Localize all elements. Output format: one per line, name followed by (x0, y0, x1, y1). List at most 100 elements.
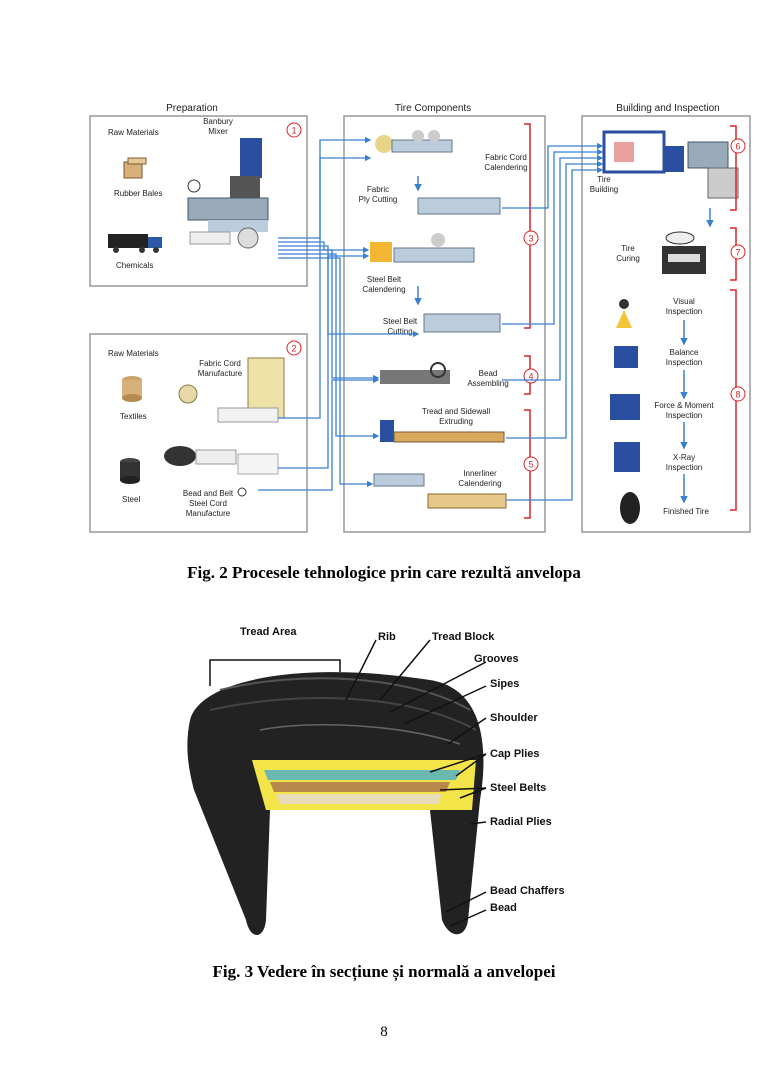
tire-cross-section (252, 760, 476, 810)
fabric-ply-cutting-machine-icon (417, 197, 501, 215)
label-cap-plies: Cap Plies (490, 748, 540, 760)
figure-3-caption: Fig. 3 Vedere în secțiune și normală a a… (212, 962, 556, 981)
marker-5-label: 5 (528, 460, 533, 470)
bead-assembling-label-1: Bead (479, 369, 498, 378)
steel-belt-cutting-label-2: Cutting (387, 327, 412, 336)
marker-7-label: 7 (735, 248, 740, 258)
visual-inspection-label-1: Visual (673, 297, 695, 306)
innerliner-calendering-label-2: Calendering (458, 479, 501, 488)
tire-curing-label-1: Tire (621, 244, 635, 253)
xray-inspection-icon (614, 442, 640, 472)
label-grooves: Grooves (474, 653, 519, 665)
finished-tire-icon (620, 492, 640, 524)
bead-belt-label-3: Manufacture (186, 509, 231, 518)
fabric-cord-machine-icon (178, 357, 285, 423)
section-preparation: Preparation (166, 103, 218, 114)
fabric-cord-calendering-label-2: Calendering (484, 163, 527, 172)
label-rib: Rib (378, 631, 396, 643)
preparation-to-components-arrows (258, 136, 420, 491)
visual-inspection-icon (616, 299, 632, 328)
bead-assembling-machine-icon (380, 362, 450, 384)
fabric-cord-manufacture-label-1: Fabric Cord (199, 359, 241, 368)
tire-curing-press-icon (662, 231, 706, 274)
bead-belt-label-2: Steel Cord (189, 499, 227, 508)
label-tread-block: Tread Block (432, 631, 495, 643)
fabric-cord-calendering-machine-icon (375, 130, 453, 153)
bead-belt-label-1: Bead and Belt (183, 489, 234, 498)
chemicals-truck-icon (108, 234, 162, 253)
label-steel-belts: Steel Belts (490, 782, 546, 794)
force-moment-label-2: Inspection (666, 411, 702, 420)
label-bead: Bead (490, 902, 517, 914)
figure-2-caption: Fig. 2 Procesele tehnologice prin care r… (187, 563, 581, 582)
marker-6 (730, 138, 746, 154)
innerliner-calendering-machine-icon (373, 473, 507, 509)
banbury-label-1: Banbury (203, 117, 233, 126)
tread-sidewall-label-1: Tread and Sidewall (422, 407, 490, 416)
banbury-mixer-icon (187, 138, 269, 249)
marker-2 (286, 340, 302, 356)
fabric-cord-calendering-label-1: Fabric Cord (485, 153, 527, 162)
tire-building-label-1: Tire (597, 175, 611, 184)
label-sipes: Sipes (490, 678, 519, 690)
label-tread-area: Tread Area (240, 626, 297, 638)
section-building-inspection: Building and Inspection (616, 103, 719, 114)
marker-2-label: 2 (291, 344, 296, 354)
xray-inspection-label-1: X-Ray (673, 453, 695, 462)
bead-assembling-label-2: Assembling (467, 379, 508, 388)
steel-label: Steel (122, 495, 140, 504)
tread-sidewall-label-2: Extruding (439, 417, 473, 426)
components-to-building-arrows (502, 142, 604, 501)
force-moment-label-1: Force & Moment (654, 401, 714, 410)
fabric-ply-cutting-label-2: Ply Cutting (359, 195, 398, 204)
tread-extruding-machine-icon (380, 420, 505, 443)
rubber-bales-label: Rubber Bales (114, 189, 162, 198)
marker-1 (286, 122, 302, 138)
label-leaders (209, 639, 487, 927)
balance-inspection-label-2: Inspection (666, 358, 702, 367)
balance-inspection-label-1: Balance (670, 348, 699, 357)
marker-1-label: 1 (291, 126, 296, 136)
marker-3-label: 3 (528, 234, 533, 244)
innerliner-calendering-label-1: Innerliner (463, 469, 497, 478)
visual-inspection-label-2: Inspection (666, 307, 702, 316)
fabric-cord-manufacture-label-2: Manufacture (198, 369, 243, 378)
tire-building-label-2: Building (590, 185, 618, 194)
bracket-6 (730, 125, 737, 211)
tire-building-machine-icon (602, 130, 739, 199)
inspection-flow-arrows (680, 208, 714, 504)
marker-3 (523, 230, 539, 246)
label-shoulder: Shoulder (490, 712, 538, 724)
marker-5 (523, 456, 539, 472)
xray-inspection-label-2: Inspection (666, 463, 702, 472)
rubber-bales-icon (123, 157, 147, 179)
steel-belt-cutting-label-1: Steel Belt (383, 317, 418, 326)
steel-cord-machine-icon (164, 446, 279, 497)
steel-belt-calendering-label-2: Calendering (362, 285, 405, 294)
tire-curing-label-2: Curing (616, 254, 640, 263)
marker-8-label: 8 (735, 390, 740, 400)
raw-materials-label-1: Raw Materials (108, 128, 159, 137)
page-number: 8 (380, 1024, 388, 1040)
bracket-3 (524, 123, 531, 329)
steel-belt-calendering-label-1: Steel Belt (367, 275, 402, 284)
finished-tire-label: Finished Tire (663, 507, 709, 516)
balance-inspection-icon (614, 346, 638, 368)
tire-cross-section-diagram: Tread Area Rib Tread Block Grooves Sipes… (187, 626, 565, 935)
steel-coil-icon (120, 458, 140, 484)
marker-8 (730, 386, 746, 402)
marker-4-label: 4 (528, 372, 533, 382)
label-radial-plies: Radial Plies (490, 816, 552, 828)
marker-7 (730, 244, 746, 260)
tire-manufacturing-process-diagram: Preparation Tire Components Building and… (89, 103, 751, 533)
textiles-label: Textiles (120, 412, 147, 421)
banbury-label-2: Mixer (208, 127, 228, 136)
label-bead-chaffers: Bead Chaffers (490, 885, 565, 897)
force-moment-inspection-icon (610, 394, 640, 420)
steel-belt-calendering-machine-icon (370, 233, 475, 263)
chemicals-label: Chemicals (116, 261, 153, 270)
steel-belt-cutting-machine-icon (423, 313, 501, 333)
fabric-ply-cutting-label-1: Fabric (367, 185, 389, 194)
raw-materials-label-2: Raw Materials (108, 349, 159, 358)
marker-6-label: 6 (735, 142, 740, 152)
